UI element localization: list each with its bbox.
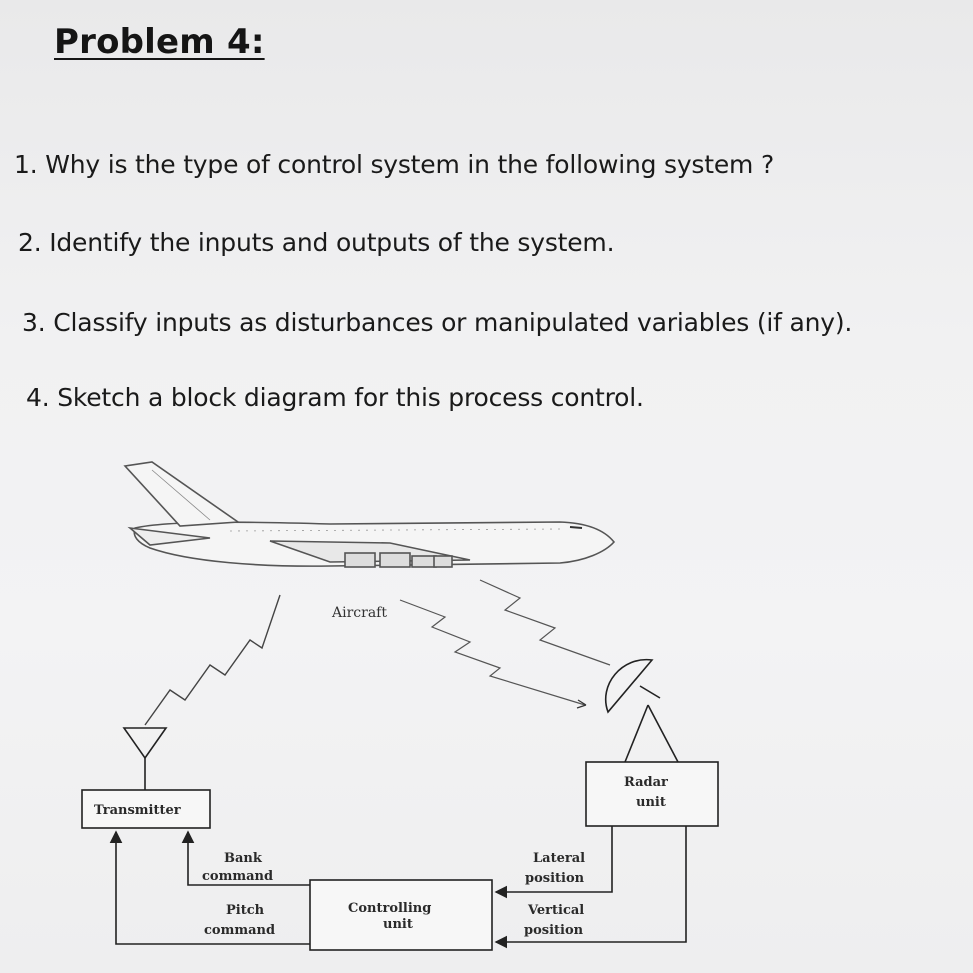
question-1: 1. Why is the type of control system in … <box>14 150 775 179</box>
vertical-label-line1: Vertical <box>527 903 584 918</box>
pitch-label-line2: command <box>204 923 275 938</box>
aircraft-label: Aircraft <box>331 605 387 621</box>
radar-label-line2: unit <box>636 795 666 810</box>
question-2: 2. Identify the inputs and outputs of th… <box>18 228 615 257</box>
transmitter-signal <box>144 594 281 726</box>
lateral-position-path <box>494 826 613 899</box>
problem-title: Problem 4: <box>54 22 265 62</box>
transmitter-block <box>81 789 211 829</box>
transmitter-antenna-icon <box>122 727 168 790</box>
radar-dish-icon <box>605 658 679 763</box>
lateral-label-line1: Lateral <box>533 851 585 866</box>
question-3: 3. Classify inputs as disturbances or ma… <box>22 308 853 337</box>
aircraft-drawing <box>123 461 616 568</box>
transmitter-label: Transmitter <box>94 803 181 818</box>
radar-signal <box>399 579 611 709</box>
lateral-label-line2: position <box>525 871 585 886</box>
pitch-command-path <box>109 830 310 945</box>
bank-label-line2: command <box>202 869 273 884</box>
vertical-position-path <box>494 826 687 949</box>
bank-label-line1: Bank <box>224 851 263 866</box>
vertical-label-line2: position <box>524 923 584 938</box>
pitch-label-line1: Pitch <box>226 903 265 918</box>
bank-command-path <box>181 830 310 886</box>
controlling-label-line1: Controlling <box>348 901 431 916</box>
controlling-label-line2: unit <box>383 917 413 932</box>
radar-label-line1: Radar <box>624 775 668 790</box>
controlling-unit-block <box>309 879 493 951</box>
question-4: 4. Sketch a block diagram for this proce… <box>26 383 644 412</box>
radar-unit-block <box>585 761 719 827</box>
